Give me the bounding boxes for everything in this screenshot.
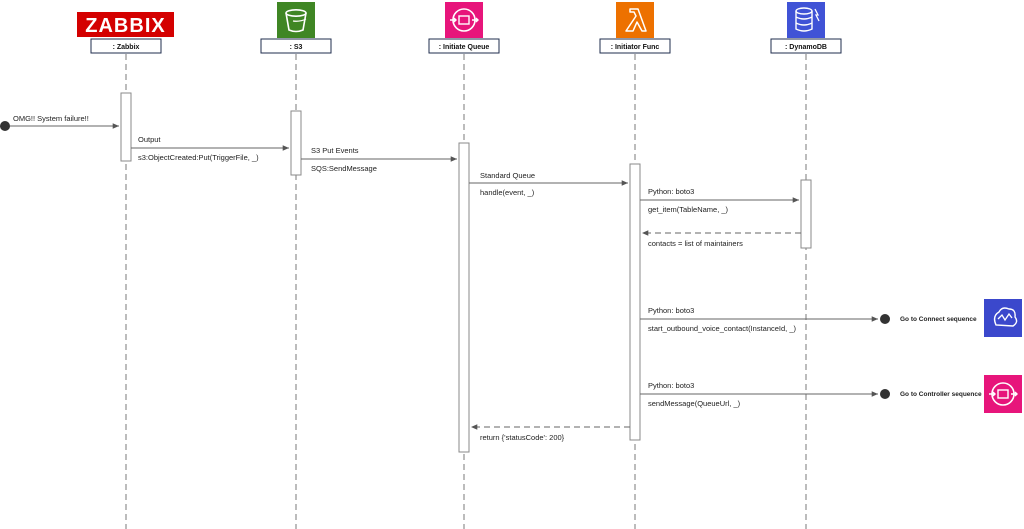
participant-queue: : Initiate Queue — [428, 2, 500, 54]
message-queue-to-func: Standard Queue handle(event, _) — [469, 171, 628, 197]
message-label-above: Standard Queue — [480, 171, 535, 180]
participant-box-func — [599, 38, 671, 54]
activation-func — [629, 163, 641, 441]
s3-icon-background — [277, 2, 315, 38]
dynamodb-icon — [787, 2, 825, 38]
zabbix-logo-text: ZABBIX — [85, 15, 165, 37]
participant-box-queue — [428, 38, 500, 54]
sqs-icon-arrows — [450, 17, 479, 23]
lambda-icon-symbol — [625, 8, 647, 32]
s3-bucket-icon — [277, 2, 315, 38]
activation-s3 — [290, 110, 302, 176]
dynamodb-icon-bolt — [814, 8, 820, 22]
message-func-to-queue-return: return {'statusCode': 200} — [471, 424, 630, 442]
s3-bucket-handle — [292, 18, 307, 22]
entry-label: OMG!! System failure!! — [13, 114, 89, 123]
entry-dot — [0, 121, 10, 131]
amazon-connect-icon — [984, 299, 1022, 337]
message-label-below: handle(event, _) — [480, 188, 535, 197]
message-label-above: Python: boto3 — [648, 381, 694, 390]
message-func-to-controller: Python: boto3 sendMessage(QueueUrl, _) — [640, 381, 878, 408]
participant-dynamo: : DynamoDB — [770, 2, 842, 54]
participant-zabbix: ZABBIX : Zabbix — [77, 12, 174, 54]
participant-label-s3: : S3 — [290, 44, 303, 51]
zabbix-logo-background — [77, 12, 174, 37]
endpoint-connect: Go to Connect sequence — [880, 299, 1022, 337]
participant-label-zabbix: : Zabbix — [113, 44, 140, 51]
message-s3-to-queue: S3 Put Events SQS:SendMessage — [301, 146, 457, 173]
message-label-above: Output — [138, 135, 161, 144]
message-zabbix-to-s3: Output s3:ObjectCreated:Put(TriggerFile,… — [131, 135, 289, 162]
activation-queue — [458, 142, 470, 453]
connect-icon-cloud — [993, 307, 1018, 327]
message-label-above: S3 Put Events — [311, 146, 359, 155]
participant-box-dynamo — [770, 38, 842, 54]
participant-func: : Initiator Func — [599, 2, 671, 54]
endpoint-controller: Go to Controller sequence — [880, 375, 1022, 413]
participant-label-func: : Initiator Func — [611, 44, 660, 51]
message-label-below: sendMessage(QueueUrl, _) — [648, 399, 741, 408]
endpoint-dot — [880, 314, 890, 324]
message-func-to-dynamo: Python: boto3 get_item(TableName, _) — [640, 187, 799, 214]
participant-box-s3 — [260, 38, 332, 54]
message-label-above: Python: boto3 — [648, 306, 694, 315]
activation-dynamo — [800, 179, 812, 249]
participant-s3: : S3 — [260, 2, 332, 54]
s3-bucket-body — [285, 12, 307, 33]
message-label-below: s3:ObjectCreated:Put(TriggerFile, _) — [138, 153, 259, 162]
lambda-icon-background — [616, 2, 654, 38]
participant-box-zabbix — [90, 38, 162, 54]
endpoint-label: Go to Controller sequence — [900, 391, 982, 398]
message-dynamo-to-func: contacts = list of maintainers — [642, 230, 801, 248]
message-label-below: return {'statusCode': 200} — [480, 433, 565, 442]
lambda-icon — [616, 2, 654, 38]
participant-label-dynamo: : DynamoDB — [785, 44, 827, 51]
message-label-below: SQS:SendMessage — [311, 164, 377, 173]
message-label-below: get_item(TableName, _) — [648, 205, 729, 214]
external-entry: OMG!! System failure!! — [0, 114, 119, 131]
connect-icon-wave — [997, 312, 1013, 322]
sqs-icon-message — [458, 15, 470, 25]
endpoint-label: Go to Connect sequence — [900, 316, 977, 323]
message-label-above: Python: boto3 — [648, 187, 694, 196]
controller-icon-message — [997, 389, 1009, 399]
sqs-queue-icon — [445, 2, 483, 38]
controller-icon-arrows — [989, 391, 1018, 397]
message-label-below: contacts = list of maintainers — [648, 239, 743, 248]
message-label-below: start_outbound_voice_contact(InstanceId,… — [648, 324, 797, 333]
sqs-queue-icon — [984, 375, 1022, 413]
endpoint-dot — [880, 389, 890, 399]
message-func-to-connect: Python: boto3 start_outbound_voice_conta… — [640, 306, 878, 333]
participant-label-queue: : Initiate Queue — [439, 44, 490, 51]
zabbix-logo: ZABBIX — [77, 12, 174, 37]
dynamodb-icon-cylinder — [795, 11, 813, 32]
activation-zabbix — [120, 92, 132, 162]
